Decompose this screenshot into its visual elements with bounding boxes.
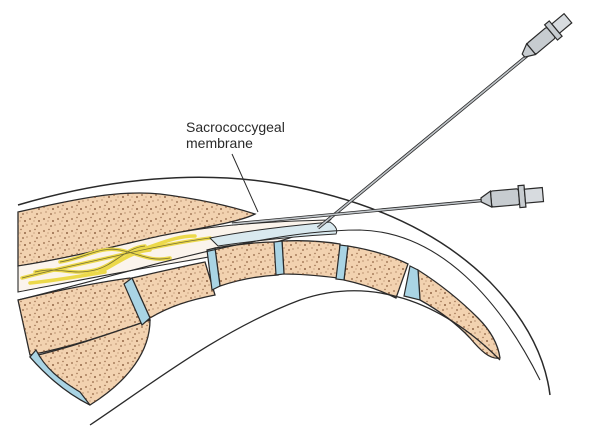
annotation-leader-line <box>231 153 259 213</box>
sacrococcygeal-membrane <box>208 221 338 247</box>
anterior-outline <box>89 290 501 426</box>
annotation-line-1: Sacrococcygeal <box>186 119 285 135</box>
annotation-line-2: membrane <box>186 135 253 151</box>
needle-icon <box>480 184 545 209</box>
nerve-outline <box>21 237 211 279</box>
posterior-outline <box>17 229 541 381</box>
skin-outline <box>17 176 551 396</box>
intervertebral-discs <box>29 240 421 406</box>
sacrum-posterior-texture <box>18 192 255 266</box>
needle-icon <box>521 12 573 58</box>
needle-lower <box>231 184 545 226</box>
membrane-annotation: Sacrococcygeal membrane <box>186 119 285 213</box>
needle-upper <box>316 12 573 230</box>
